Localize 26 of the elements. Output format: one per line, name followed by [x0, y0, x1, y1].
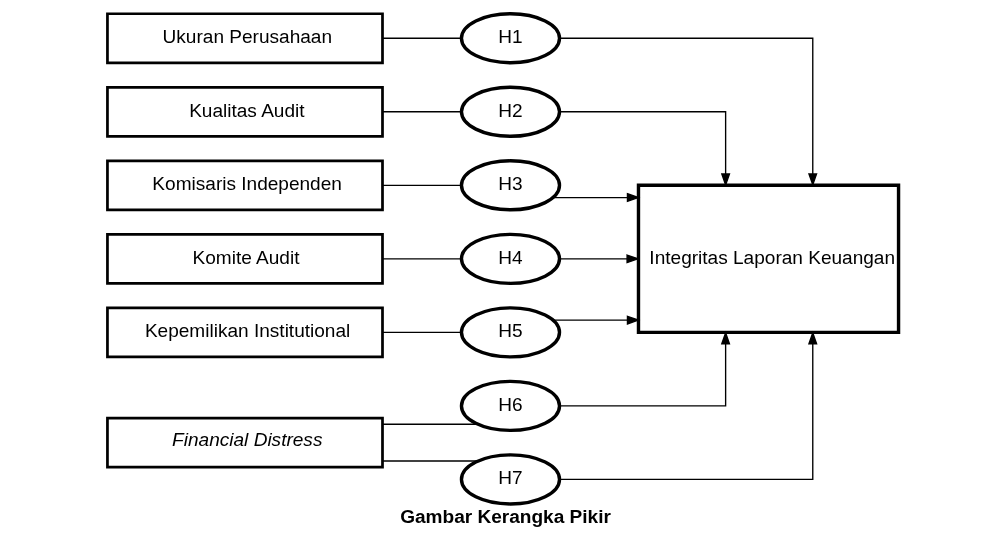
arrow: [552, 192, 641, 203]
node-ellipse: H7: [459, 453, 562, 506]
node-box: Komisaris Independen: [106, 159, 384, 212]
node-box: Financial Distress: [106, 416, 384, 469]
arrow: [559, 111, 731, 187]
node-ellipse: H3: [459, 159, 562, 212]
arrow: [559, 37, 818, 187]
node-box: Kepemilikan Institutional: [106, 306, 384, 359]
caption: Gambar Kerangka Pikir: [400, 506, 611, 528]
connector: [382, 258, 462, 260]
connector: [382, 37, 462, 39]
connector: [382, 331, 462, 334]
node-box: Ukuran Perusahaan: [106, 12, 384, 65]
connector: [382, 460, 479, 462]
node-ellipse: H6: [459, 379, 562, 433]
connector: [382, 111, 462, 113]
arrow: [552, 315, 641, 325]
node-ellipse: H4: [459, 232, 562, 286]
node-box: Komite Audit: [106, 232, 384, 285]
connector: [382, 184, 462, 186]
node-box: Integritas Laporan Keuangan: [636, 183, 901, 335]
node-ellipse: H1: [459, 12, 562, 65]
node-ellipse: H5: [459, 306, 562, 359]
node-box: Kualitas Audit: [106, 85, 384, 138]
node-ellipse: H2: [459, 85, 562, 138]
connector: [382, 423, 479, 425]
